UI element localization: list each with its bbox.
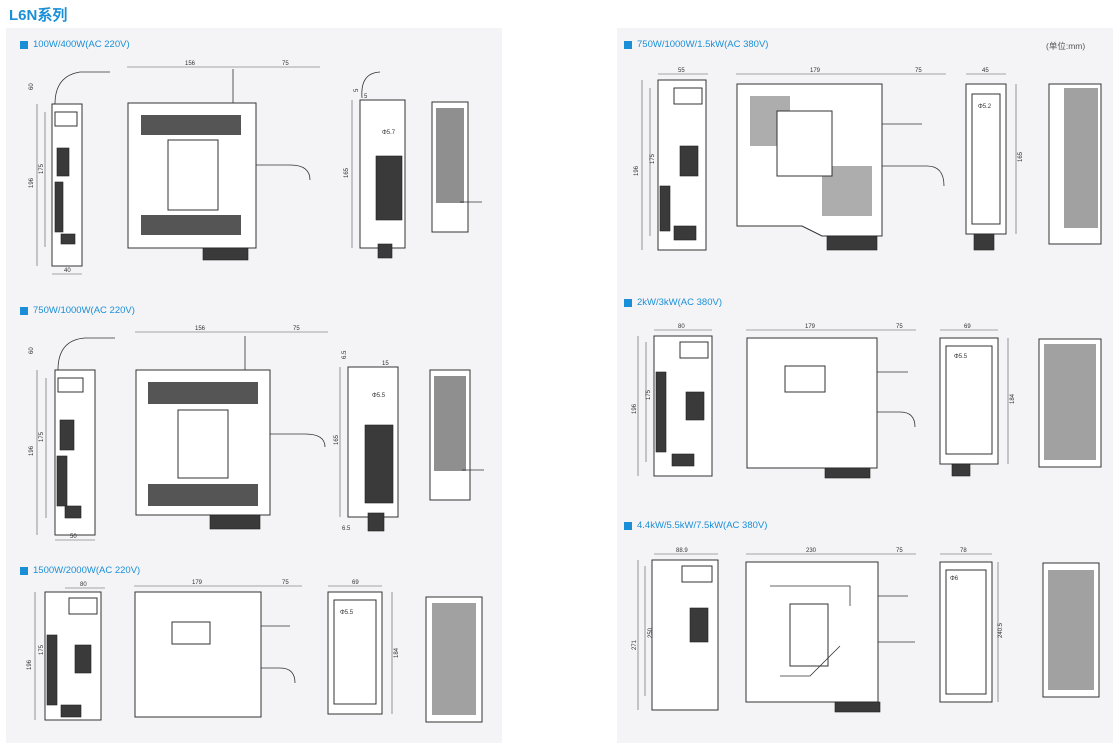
dim-label: 75 bbox=[896, 548, 903, 554]
drawing-front-view: 55 175 196 bbox=[634, 68, 708, 251]
dim-label: 80 bbox=[678, 324, 685, 330]
dim-label: 179 bbox=[805, 324, 816, 330]
bullet-square-icon bbox=[624, 298, 632, 307]
dim-label: 175 bbox=[646, 389, 652, 400]
dim-label: 184 bbox=[1010, 393, 1016, 404]
dim-label: Φ5.2 bbox=[978, 104, 992, 110]
dim-label: 250 bbox=[648, 627, 654, 638]
drawing-side-view: 230 75 bbox=[745, 548, 916, 713]
page-title: L6N系列 bbox=[9, 7, 68, 24]
dim-label: 175 bbox=[39, 431, 45, 442]
dim-label: 55 bbox=[678, 68, 685, 74]
dim-label: 60 bbox=[29, 83, 35, 90]
drawing-top-view bbox=[1038, 338, 1102, 468]
dim-label: 196 bbox=[29, 445, 35, 456]
drawing-side-view: 179 75 bbox=[746, 324, 916, 479]
dim-label: 196 bbox=[27, 659, 33, 670]
dim-label: 6.5 bbox=[342, 526, 351, 532]
dim-label: Φ5.7 bbox=[382, 130, 396, 136]
drawing-rear-view: 5 5 165 Φ5.7 bbox=[344, 71, 406, 259]
drawing-rear-view: 78 240.5 Φ6 bbox=[939, 548, 1004, 703]
drawing-top-view bbox=[1042, 562, 1100, 698]
dim-label: 184 bbox=[394, 647, 400, 658]
drawing-rear-view: 69 184 Φ5.5 bbox=[939, 324, 1016, 477]
dim-label: Φ5.5 bbox=[340, 610, 354, 616]
drawing-rear-view: 45 165 Φ5.2 bbox=[965, 68, 1024, 251]
drawing-front-view: 88.9 250 271 bbox=[632, 548, 719, 711]
drawing-side-view: 156 75 bbox=[135, 326, 328, 530]
dim-label: Φ6 bbox=[950, 576, 959, 582]
section-label: 100W/400W(AC 220V) bbox=[20, 39, 130, 50]
dim-label: 6.5 bbox=[342, 350, 348, 359]
section-label: 1500W/2000W(AC 220V) bbox=[20, 565, 140, 576]
dim-label: 240.5 bbox=[998, 622, 1004, 638]
dim-label: 75 bbox=[915, 68, 922, 74]
dim-label: 78 bbox=[960, 548, 967, 554]
section-label: 750W/1000W/1.5kW(AC 380V) bbox=[624, 39, 768, 50]
drawing-top-view bbox=[425, 596, 483, 723]
dim-label: 15 bbox=[382, 361, 389, 367]
drawing-side-view: 179 75 bbox=[134, 580, 302, 718]
dim-label: 80 bbox=[80, 582, 87, 588]
drawing-top-view bbox=[431, 101, 482, 233]
drawing-front-view: 80 175 196 bbox=[27, 582, 105, 721]
dim-label: 5 bbox=[364, 94, 368, 100]
dim-label: 60 bbox=[29, 347, 35, 354]
dim-label: 230 bbox=[806, 548, 817, 554]
drawing-top-view bbox=[429, 369, 484, 501]
drawing-front-view: 60 175 196 50 bbox=[29, 337, 115, 541]
dim-label: 175 bbox=[39, 163, 45, 174]
dim-label: 179 bbox=[810, 68, 821, 74]
dim-label: 75 bbox=[293, 326, 300, 332]
dim-label: 75 bbox=[282, 61, 289, 67]
bullet-square-icon bbox=[20, 40, 28, 49]
dim-label: 69 bbox=[352, 580, 359, 586]
bullet-square-icon bbox=[624, 40, 632, 49]
dim-label: 196 bbox=[634, 165, 640, 176]
drawing-side-view: 179 75 bbox=[736, 68, 946, 251]
drawing-side-view: 156 75 bbox=[127, 61, 320, 261]
dim-label: 156 bbox=[185, 61, 196, 67]
dim-label: 45 bbox=[982, 68, 989, 74]
dim-label: Φ5.5 bbox=[954, 354, 968, 360]
bullet-square-icon bbox=[624, 521, 632, 530]
section-label: 4.4kW/5.5kW/7.5kW(AC 380V) bbox=[624, 520, 767, 531]
drawing-rear-view: 6.5 15 165 Φ5.5 6.5 bbox=[334, 350, 399, 532]
dim-label: 196 bbox=[632, 403, 638, 414]
dim-label: 165 bbox=[334, 434, 340, 445]
drawing-front-view: 60 175 196 40 bbox=[29, 71, 110, 275]
dim-label: 179 bbox=[192, 580, 203, 586]
dim-label: Φ5.5 bbox=[372, 393, 386, 399]
dim-label: 196 bbox=[29, 177, 35, 188]
unit-note: (单位:mm) bbox=[1046, 41, 1086, 51]
dim-label: 75 bbox=[282, 580, 289, 586]
dim-label: 165 bbox=[1018, 151, 1024, 162]
dim-label: 50 bbox=[70, 534, 77, 540]
bullet-square-icon bbox=[20, 566, 28, 575]
section-label: 2kW/3kW(AC 380V) bbox=[624, 297, 722, 308]
dim-label: 69 bbox=[964, 324, 971, 330]
drawing-top-view bbox=[1048, 83, 1102, 245]
section-label: 750W/1000W(AC 220V) bbox=[20, 305, 135, 316]
dim-label: 271 bbox=[632, 639, 638, 650]
dim-label: 175 bbox=[39, 644, 45, 655]
dim-label: 156 bbox=[195, 326, 206, 332]
dim-label: 5 bbox=[354, 88, 360, 92]
dim-label: 165 bbox=[344, 167, 350, 178]
dim-label: 40 bbox=[64, 268, 71, 274]
dim-label: 175 bbox=[650, 153, 656, 164]
dim-label: 88.9 bbox=[676, 548, 688, 554]
dim-label: 75 bbox=[896, 324, 903, 330]
drawing-front-view: 80 175 196 bbox=[632, 324, 713, 477]
bullet-square-icon bbox=[20, 306, 28, 315]
drawing-rear-view: 69 184 Φ5.5 bbox=[327, 580, 400, 715]
